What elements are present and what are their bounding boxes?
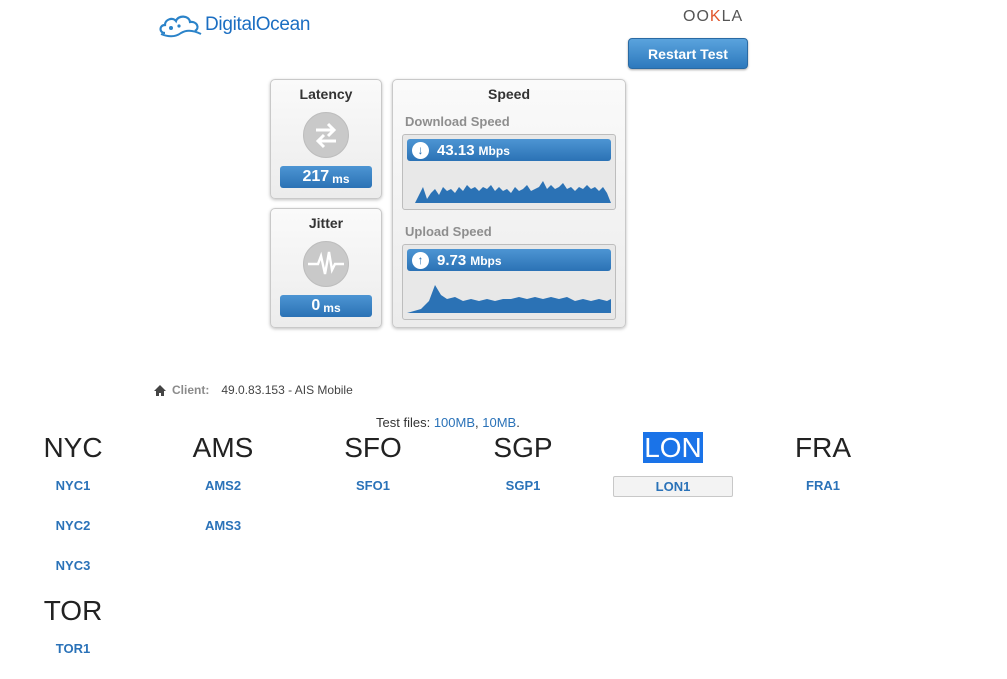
speed-panel: Speed Download Speed ↓ 43.13 Mbps Upload…	[392, 79, 626, 328]
test-files-prefix: Test files:	[376, 415, 431, 430]
client-value: 49.0.83.153 - AIS Mobile	[221, 383, 353, 397]
server-link-sfo1[interactable]: SFO1	[356, 478, 390, 493]
download-graph-box: ↓ 43.13 Mbps	[402, 134, 616, 210]
ookla-logo-prefix: OO	[683, 8, 710, 25]
server-link-sgp1[interactable]: SGP1	[505, 478, 541, 493]
download-speed-label: Download Speed	[405, 114, 510, 129]
upload-value: 9.73	[437, 251, 467, 269]
upload-unit: Mbps	[470, 254, 502, 268]
client-info: Client: 49.0.83.153 - AIS Mobile	[153, 383, 353, 397]
upload-graph-box: ↑ 9.73 Mbps	[402, 244, 616, 320]
server-link-fra1[interactable]: FRA1	[806, 478, 840, 493]
upload-speed-label: Upload Speed	[405, 224, 492, 239]
upload-value-bar: ↑ 9.73 Mbps	[407, 249, 611, 271]
ookla-logo: OOKLA	[683, 8, 743, 26]
region-city-ams: AMS	[192, 432, 254, 463]
ookla-logo-accent: K	[709, 8, 722, 25]
test-files: Test files: 100MB, 10MB.	[376, 415, 520, 430]
cloud-logo-icon	[159, 15, 202, 38]
server-link-nyc2[interactable]: NYC2	[55, 518, 91, 533]
region-city-tor: TOR	[43, 595, 103, 626]
restart-test-button[interactable]: Restart Test	[628, 38, 748, 69]
test-file-100mb-link[interactable]: 100MB	[433, 415, 476, 430]
region-city-fra: FRA	[795, 432, 851, 463]
server-link-tor1[interactable]: TOR1	[55, 641, 91, 656]
region-city-lon: LON	[613, 432, 733, 464]
latency-arrows-icon	[303, 112, 349, 158]
download-value-bar: ↓ 43.13 Mbps	[407, 139, 611, 161]
server-link-nyc3[interactable]: NYC3	[55, 558, 91, 573]
upload-arrow-icon: ↑	[412, 251, 429, 269]
download-value: 43.13	[437, 141, 475, 159]
ookla-logo-suffix: LA	[721, 8, 744, 25]
jitter-panel: Jitter 0 ms	[270, 208, 382, 328]
latency-panel: Latency 217 ms	[270, 79, 382, 199]
upload-graph	[407, 285, 611, 313]
test-files-separator: ,	[475, 415, 479, 430]
download-unit: Mbps	[478, 144, 510, 158]
jitter-value-bar: 0 ms	[280, 295, 372, 317]
logo-text: DigitalOcean	[205, 14, 311, 35]
test-file-10mb-link[interactable]: 10MB	[482, 415, 517, 430]
jitter-value: 0	[311, 297, 321, 314]
download-arrow-icon: ↓	[412, 141, 429, 159]
test-files-suffix: .	[516, 415, 520, 430]
latency-value: 217	[302, 168, 330, 185]
server-link-lon1[interactable]: LON1	[613, 476, 733, 497]
latency-value-bar: 217 ms	[280, 166, 372, 188]
server-link-ams2[interactable]: AMS2	[204, 478, 242, 493]
digitalocean-logo: DigitalOcean	[157, 11, 310, 39]
jitter-unit: ms	[323, 300, 341, 315]
latency-unit: ms	[332, 171, 350, 186]
jitter-waveform-icon	[303, 241, 349, 287]
latency-title: Latency	[299, 86, 353, 102]
home-icon	[154, 384, 166, 396]
server-link-ams3[interactable]: AMS3	[204, 518, 242, 533]
server-link-nyc1[interactable]: NYC1	[55, 478, 91, 493]
jitter-title: Jitter	[308, 215, 344, 231]
region-city-sgp: SGP	[493, 432, 553, 463]
client-label: Client:	[172, 383, 210, 397]
download-graph	[407, 181, 611, 203]
region-city-sfo: SFO	[344, 432, 402, 463]
region-city-nyc: NYC	[43, 432, 103, 463]
speed-title: Speed	[487, 86, 530, 102]
region-city-lon-text: LON	[643, 432, 703, 463]
